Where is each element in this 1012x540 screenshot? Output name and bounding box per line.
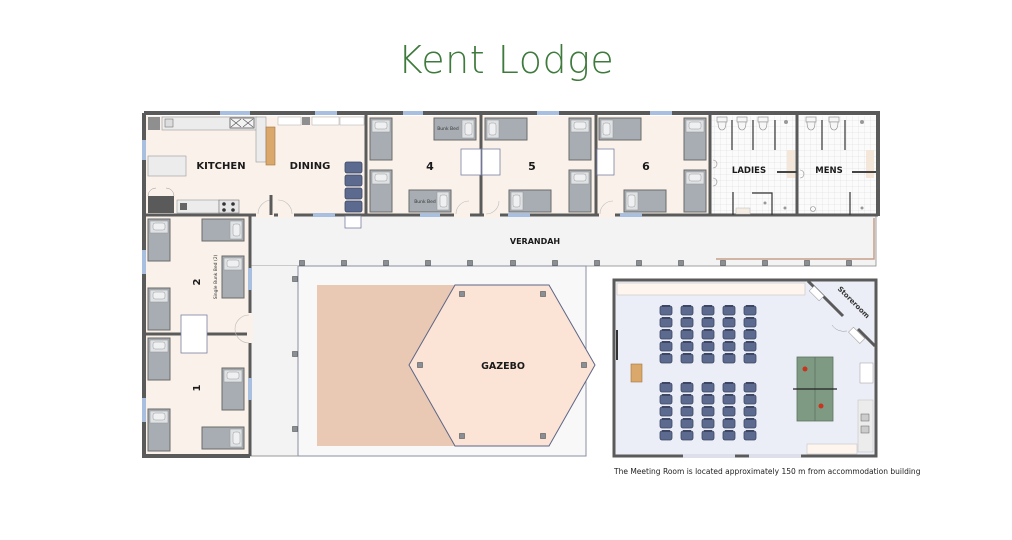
bunk-bed-label: Bunk Bed	[414, 199, 436, 205]
room-2-label: 2	[192, 278, 203, 285]
room-5-label: 5	[528, 160, 536, 173]
room-1-label: 1	[192, 384, 203, 391]
lectern	[630, 363, 643, 383]
dining-label: DINING	[290, 161, 331, 172]
mens-label: MENS	[815, 166, 843, 176]
gazebo-label: GAZEBO	[481, 361, 525, 372]
toilets: LADIES MENS	[712, 116, 876, 215]
ping-pong-table	[793, 356, 837, 422]
room-5: 5	[481, 117, 592, 213]
single-bunk-label: Single Bunk Bed (2)	[213, 254, 219, 299]
dining-chairs	[344, 161, 363, 213]
page-title: Kent Lodge	[397, 38, 615, 82]
gazebo-area: GAZEBO	[317, 284, 596, 447]
kitchen: KITCHEN DINING	[147, 116, 365, 215]
room-6: 6	[596, 117, 707, 213]
room-4-label: 4	[426, 160, 434, 173]
bunk-bed-label: Bunk Bed	[437, 126, 459, 132]
verandah: VERANDAH	[292, 218, 875, 432]
gazebo-shape	[408, 284, 596, 447]
ladies-label: LADIES	[732, 166, 766, 176]
room-6-label: 6	[642, 160, 650, 173]
verandah-side	[250, 266, 298, 456]
kitchen-label: KITCHEN	[196, 161, 245, 172]
meeting-room-footnote: The Meeting Room is located approximatel…	[614, 467, 921, 476]
room-4: Bunk Bed Bunk Bed 4	[369, 117, 482, 213]
room-2: 2 Single Bunk Bed (2)	[147, 218, 245, 354]
room-1: 1	[147, 337, 245, 452]
meeting-room: Storeroom	[612, 278, 878, 458]
bench-wood	[265, 126, 276, 166]
verandah-label: VERANDAH	[510, 237, 560, 246]
